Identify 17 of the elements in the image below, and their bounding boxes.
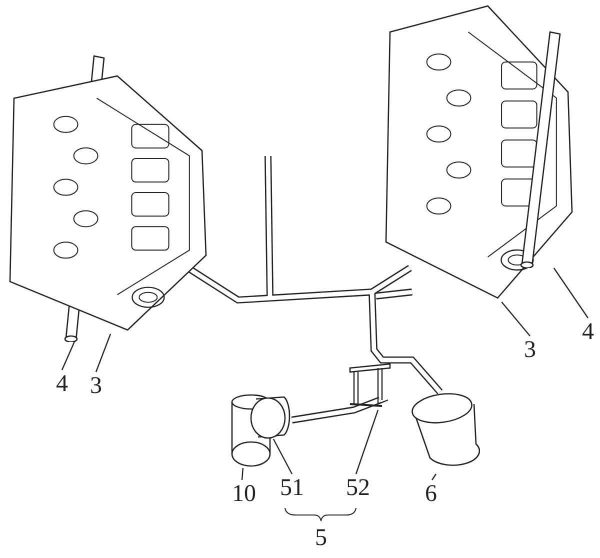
leader-line <box>272 438 293 474</box>
callout-number: 3 <box>86 372 106 400</box>
callout-number: 51 <box>276 474 308 502</box>
leader-line <box>241 468 244 480</box>
callout-number: 5 <box>314 524 328 552</box>
leader-line <box>432 474 436 480</box>
leader-line <box>95 334 112 372</box>
callout-number: 4 <box>578 318 598 346</box>
leader-line <box>553 268 588 318</box>
callout-number: 10 <box>228 480 260 508</box>
callout-number: 6 <box>420 480 442 508</box>
callout-number: 4 <box>52 370 72 398</box>
callout-number: 3 <box>520 336 540 364</box>
callout-number: 52 <box>342 474 374 502</box>
leader-line <box>501 302 530 336</box>
leader-line <box>61 342 75 370</box>
leader-line <box>355 410 379 474</box>
